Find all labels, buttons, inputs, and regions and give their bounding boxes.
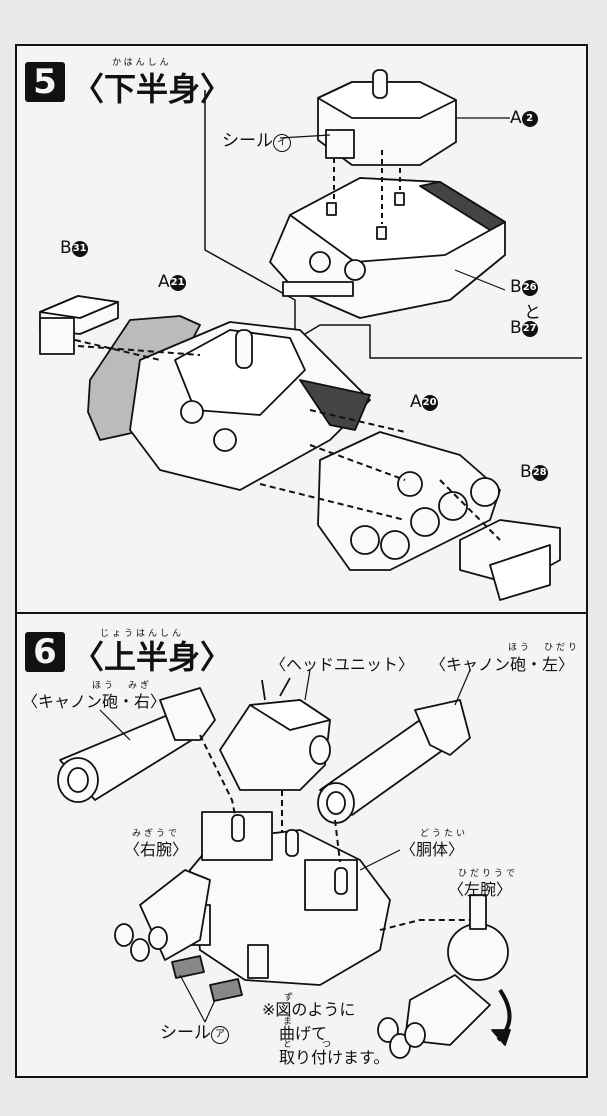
lower-base-body — [269, 177, 506, 319]
label-a20: A20 — [410, 392, 438, 412]
note-line-3: 取り付けます。 — [279, 1048, 390, 1067]
part-b28 — [459, 519, 561, 601]
part-a20-tread — [317, 431, 501, 571]
right-arm-ruby: みぎうで — [132, 829, 181, 839]
cannon-right — [57, 687, 216, 803]
right-arm — [114, 869, 211, 962]
label-left-arm: 〈左腕〉 — [448, 880, 513, 899]
cannon-left-ruby: ほう ひだり — [508, 643, 581, 653]
note-ruby-tsu: つ — [322, 1040, 335, 1050]
label-b26: B26 — [510, 277, 538, 297]
label-seal-i: シールイ — [222, 126, 291, 152]
step5-subframe-line — [204, 90, 582, 359]
seal-i-mark: イ — [273, 134, 291, 152]
cannon-right-ruby: ほう みぎ — [92, 681, 153, 691]
torso-body — [189, 811, 391, 986]
label-b31: B31 — [60, 238, 88, 258]
seal-a-sticker-2 — [209, 978, 243, 1002]
torso-ruby: どうたい — [420, 829, 469, 839]
label-a21: A21 — [158, 272, 186, 292]
left-arm-ruby: ひだりうで — [458, 869, 519, 879]
lower-body-with-treads — [87, 315, 371, 491]
left-arm — [377, 894, 509, 1059]
step5-title-ruby: かはんしん — [112, 58, 172, 68]
label-torso: 〈胴体〉 — [400, 840, 465, 859]
step5-number-badge: 5 — [25, 62, 65, 102]
seal-a-sticker — [171, 955, 205, 979]
label-right-arm: 〈右腕〉 — [124, 840, 189, 859]
cannon-left — [317, 699, 471, 824]
head-unit — [219, 677, 331, 791]
label-cannon-right: 〈キャノン砲・右〉 — [22, 692, 167, 711]
label-b28: B28 — [520, 462, 548, 482]
label-cannon-left: 〈キャノン砲・左〉 — [430, 655, 575, 674]
section-divider — [15, 612, 586, 614]
note-ruby-zu: ず — [284, 993, 297, 1003]
label-seal-a: シールア — [160, 1018, 229, 1044]
label-head-unit: 〈ヘッドユニット〉 — [270, 655, 415, 674]
part-a2-cap — [317, 69, 457, 166]
part-b31 — [39, 295, 119, 355]
label-b27: B27 — [510, 318, 538, 338]
step6-title-ruby: じょうはんしん — [100, 629, 185, 639]
seal-a-mark: ア — [211, 1026, 229, 1044]
step6-number-badge: 6 — [25, 632, 65, 672]
step6-title: 〈上半身〉 — [72, 638, 233, 676]
note-ruby-to: と — [283, 1040, 296, 1050]
note-line-2: 曲げて — [279, 1024, 328, 1043]
label-to: と — [524, 303, 541, 323]
note-line-1: ※図のように — [262, 1000, 356, 1019]
note-ruby-ma: ま — [283, 1017, 296, 1027]
